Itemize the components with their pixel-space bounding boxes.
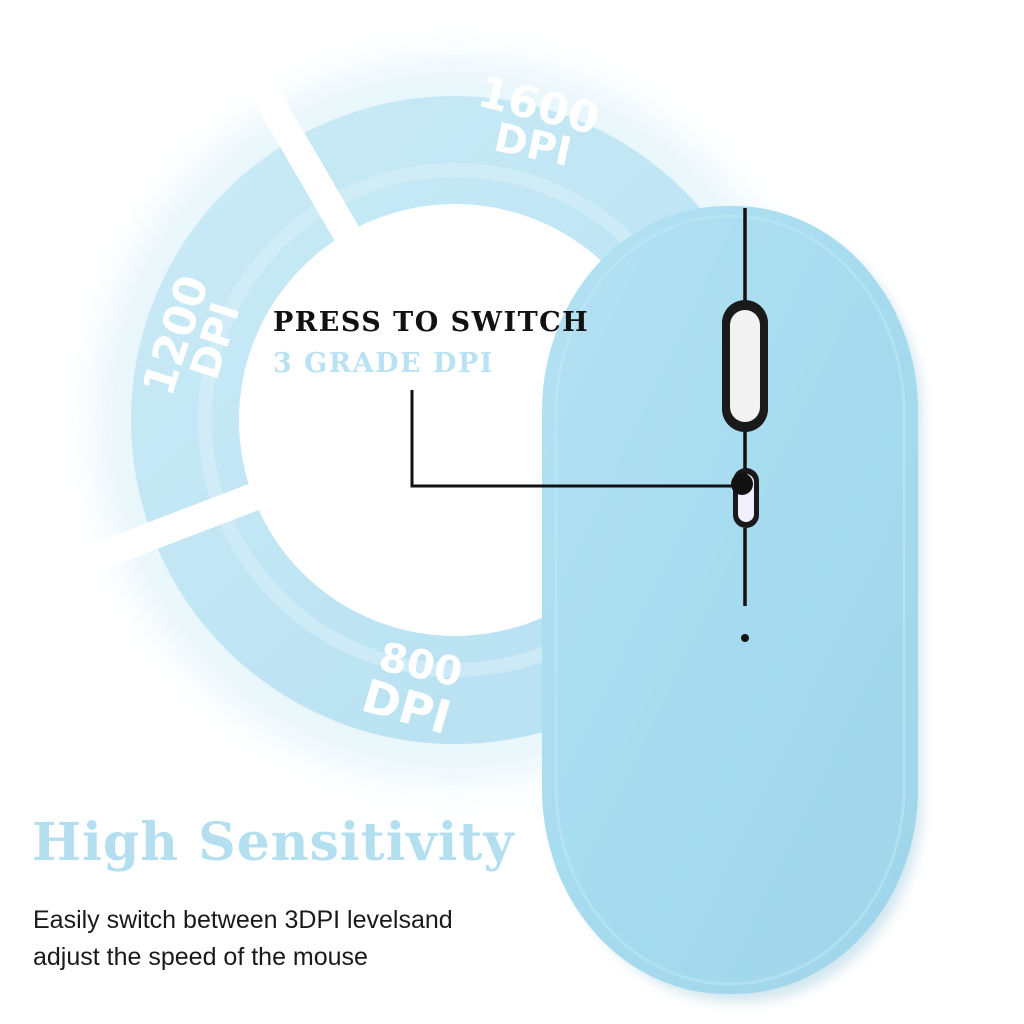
callout-title-line1: PRESS TO SWITCH xyxy=(273,307,589,338)
wireless-mouse-icon xyxy=(542,206,922,1002)
callout-title-line2: 3 GRADE DPI xyxy=(273,348,494,379)
callout-dot-icon xyxy=(731,473,753,495)
feature-description-line-1: Easily switch between 3DPI levelsand xyxy=(33,906,453,934)
scroll-wheel-icon[interactable] xyxy=(722,300,768,432)
feature-headline: High Sensitivity xyxy=(32,812,515,873)
callout-line xyxy=(410,390,742,488)
indicator-light-icon xyxy=(741,634,749,642)
dpi-ring: 1600 DPI 1200 DPI 800 DPI xyxy=(44,54,815,780)
feature-description: Easily switch between 3DPI levelsand adj… xyxy=(33,902,553,976)
dpi-callout: PRESS TO SWITCH 3 GRADE DPI xyxy=(273,307,753,495)
feature-description-line-2: adjust the speed of the mouse xyxy=(33,943,368,971)
